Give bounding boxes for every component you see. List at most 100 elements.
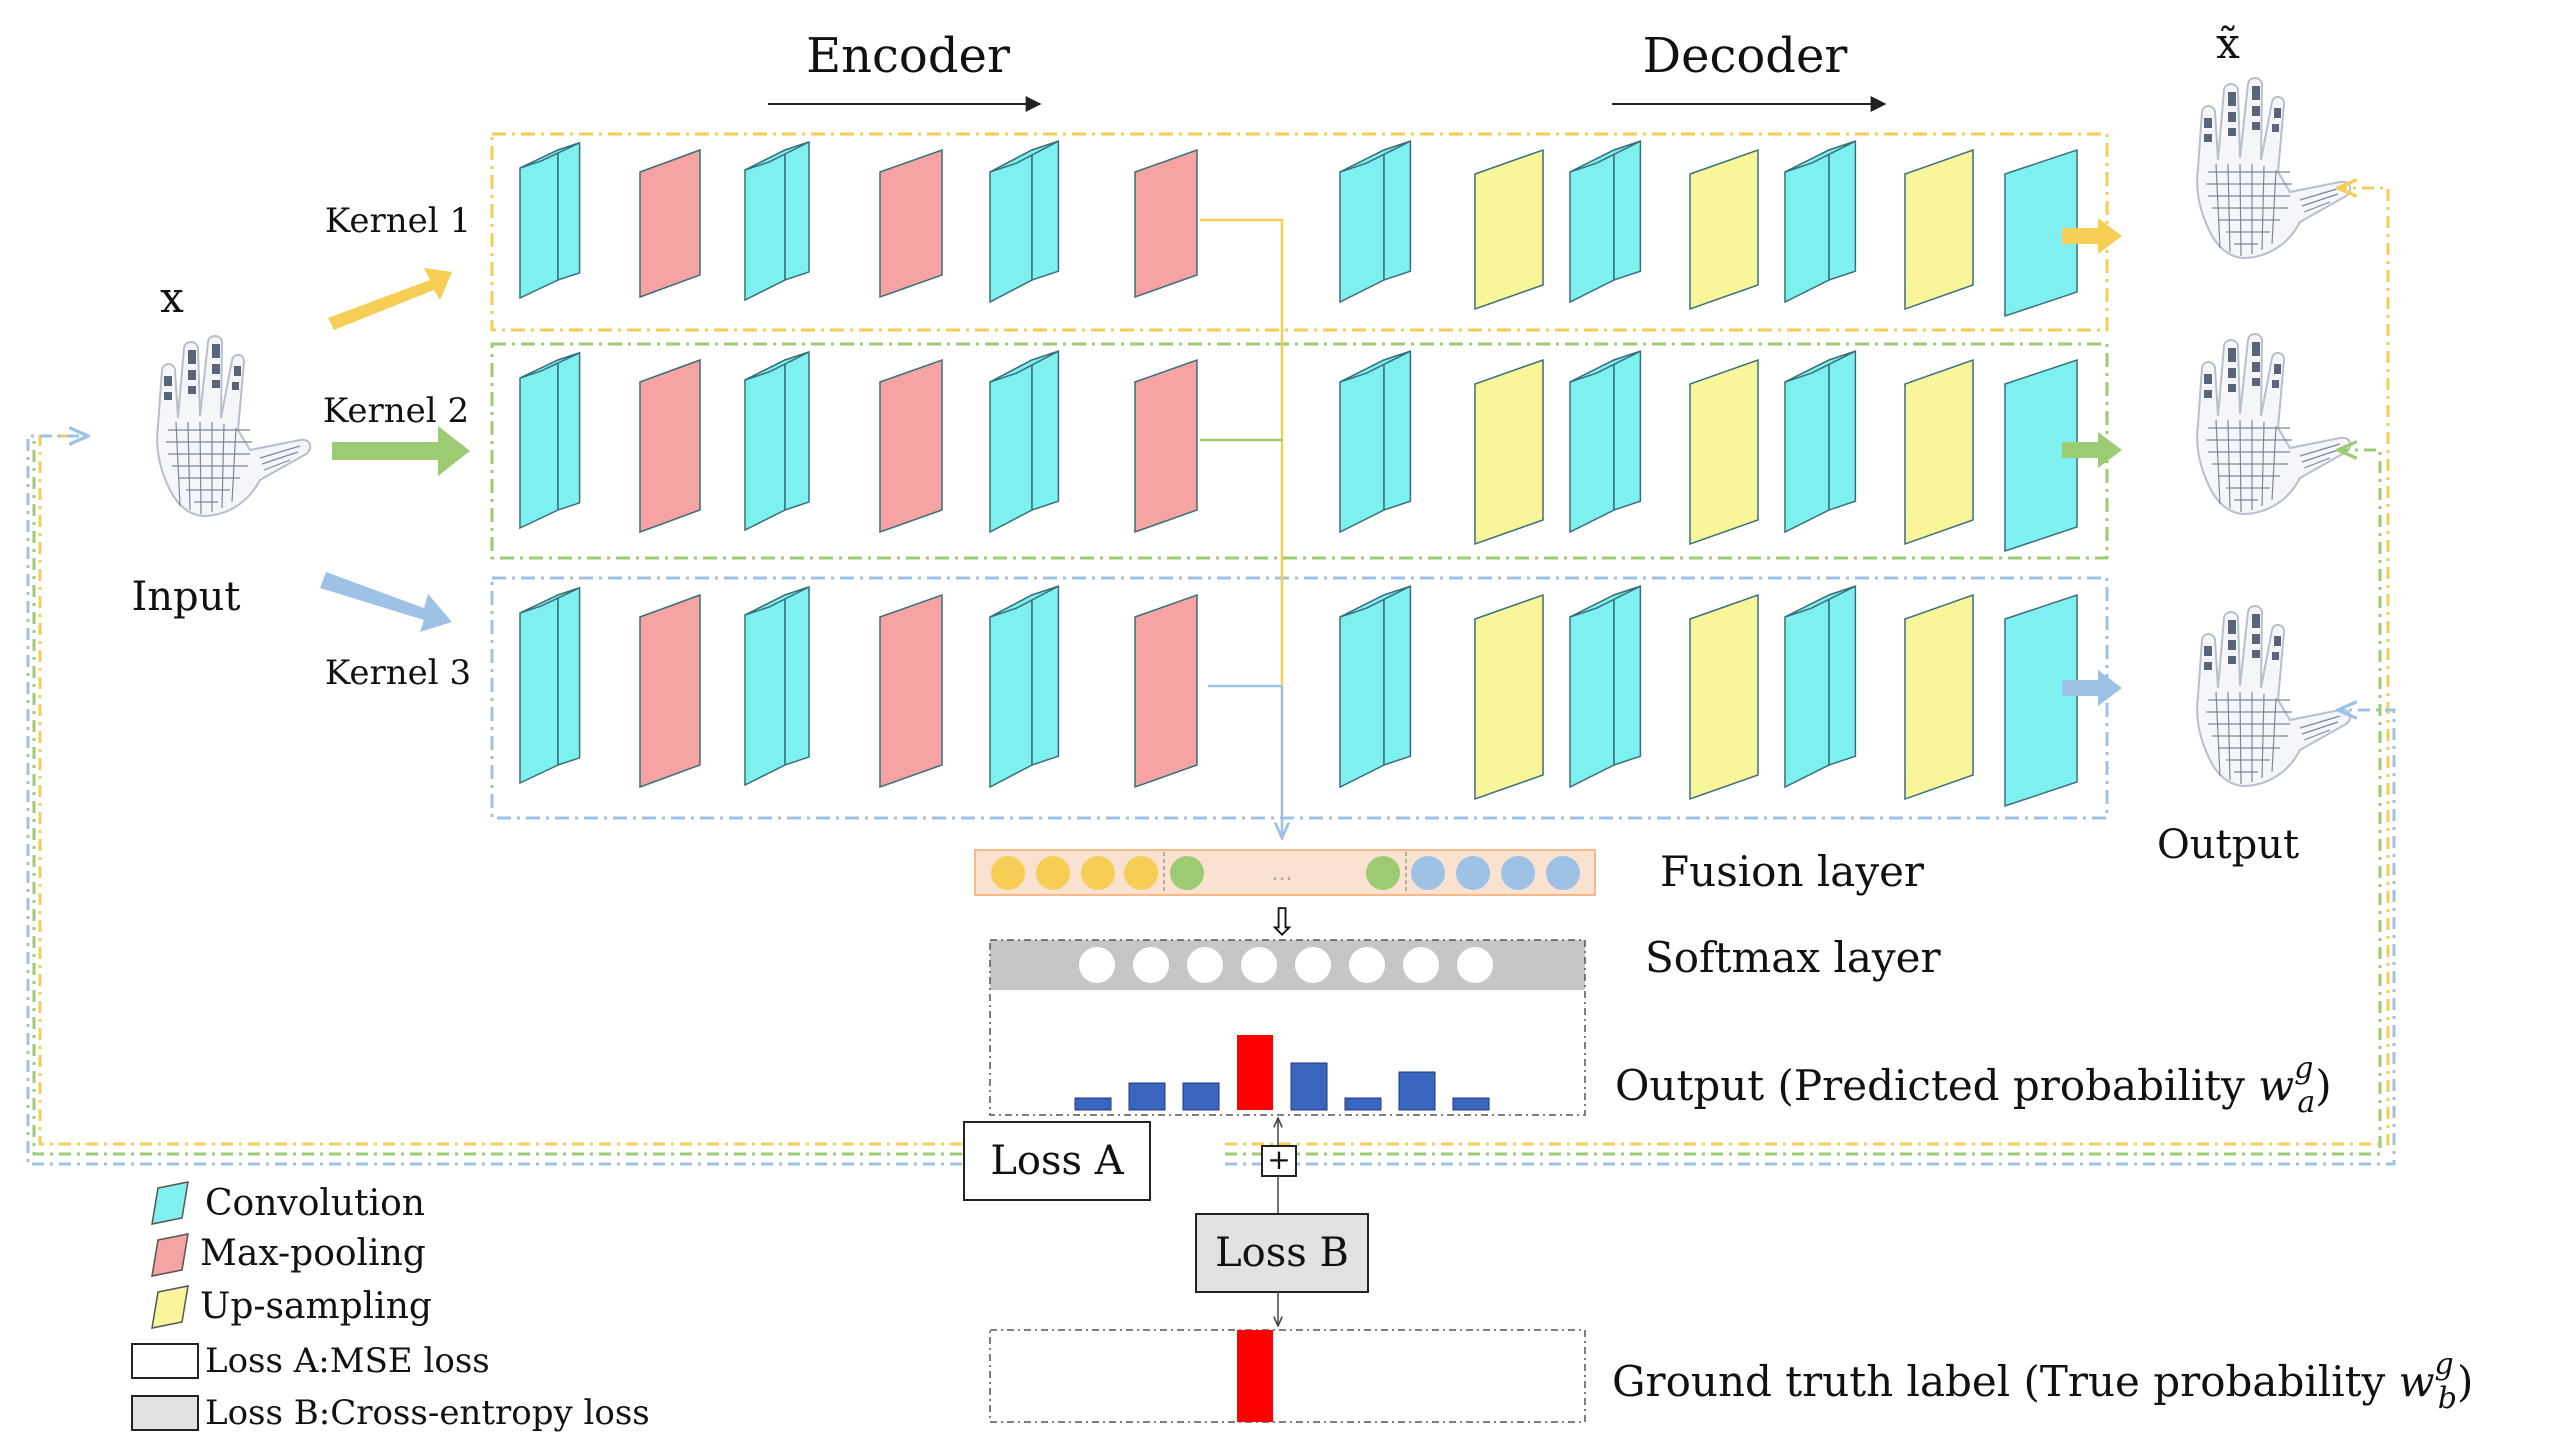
kernel3-enc-conv-2-side <box>784 585 810 767</box>
kernel3-label: Kernel 3 <box>325 653 471 693</box>
legend-up-sampling-label: Up-sampling <box>200 1286 432 1327</box>
kernel2-dec-up-1 <box>1474 358 1544 546</box>
softmax-output-box <box>989 939 1586 1116</box>
kernel1-dec-conv-1-side <box>1383 140 1412 282</box>
kernel3-enc-conv-1-top <box>519 587 580 614</box>
kernel1-dec-conv-2 <box>1569 148 1615 304</box>
kernel3-dec-conv-2 <box>1569 593 1615 789</box>
kernel2-enc-conv-3-top <box>989 350 1059 383</box>
fusion-nodes <box>991 852 1580 894</box>
kernel1-enc-conv-2 <box>744 148 786 302</box>
kernel3-dec-up-3 <box>1904 593 1974 801</box>
predicted-bar-7 <box>1398 1071 1436 1111</box>
kernel3-dec-conv-2-top <box>1569 585 1641 618</box>
kernel3-enc-conv-3-side <box>1031 585 1060 767</box>
fusion-layer-bar <box>974 849 1596 896</box>
predicted-probability-bars <box>1074 1035 1490 1111</box>
legend-loss-a-label: Loss A:MSE loss <box>205 1341 490 1381</box>
kernel2-enc-pool-3 <box>1134 358 1198 534</box>
decoder-title: Decoder <box>1643 28 1848 84</box>
kernel1-enc-pool-3 <box>1134 148 1198 299</box>
kernel3-enc-conv-1 <box>519 593 559 785</box>
predicted-bar-2 <box>1128 1082 1166 1111</box>
kernel2-enc-pool-1 <box>639 358 701 534</box>
kernel2-dec-conv-3-side <box>1828 350 1857 512</box>
feedback-loops <box>26 188 2396 1166</box>
predicted-bar-3 <box>1182 1082 1220 1111</box>
kernel1-enc-pool-2 <box>879 148 943 299</box>
predicted-bar-4 <box>1237 1035 1273 1110</box>
kernel2-enc-conv-2-top <box>744 351 810 381</box>
legend-loss-a-swatch <box>131 1343 199 1379</box>
legend-loss-b-label: Loss B:Cross-entropy loss <box>205 1393 650 1433</box>
output-hand-2 <box>2196 333 2352 515</box>
kernel3-enc-pool-2 <box>879 593 943 789</box>
kernel2-dec-conv-1-top <box>1339 350 1411 383</box>
kernel2-dec-conv-2-top <box>1569 350 1641 383</box>
kernel3-dec-conv-1 <box>1339 593 1385 789</box>
loss-b-label: Loss B <box>1215 1230 1349 1276</box>
kernel2-dec-conv-2 <box>1569 358 1615 534</box>
ground-truth-bars <box>1237 1330 1273 1422</box>
softmax-nodes <box>1079 947 1493 983</box>
kernel1-enc-pool-1 <box>639 148 701 299</box>
kernel1-output-arrow <box>2062 218 2122 254</box>
kernel2-dec-conv-3 <box>1784 358 1830 534</box>
input-symbol: x <box>160 273 184 322</box>
kernel1-dec-up-3 <box>1904 148 1974 311</box>
kernel2-enc-conv-1 <box>519 358 559 530</box>
kernel3-enc-conv-1-side <box>557 586 581 767</box>
predicted-bar-1 <box>1074 1097 1112 1111</box>
kernel1-enc-conv-2-side <box>784 140 810 282</box>
kernel2-dec-conv-1 <box>1339 358 1385 534</box>
kernel1-dec-conv-1 <box>1339 148 1385 304</box>
kernel1-dec-conv-2-top <box>1569 140 1641 173</box>
kernel3-dec-conv-1-side <box>1383 585 1412 767</box>
ground-truth-box <box>989 1329 1586 1423</box>
kernel3-output-arrow <box>2062 670 2122 706</box>
kernel1-dec-up-1 <box>1474 148 1544 311</box>
kernel3-dec-conv-1-top <box>1339 585 1411 618</box>
kernel1-dec-up-2 <box>1689 148 1759 311</box>
kernel1-enc-conv-1 <box>519 148 559 300</box>
encoder-title: Encoder <box>806 28 1010 84</box>
kernel2-enc-conv-2-side <box>784 350 810 512</box>
kernel2-dec-conv-3-top <box>1784 350 1856 383</box>
kernel3-dec-up-2 <box>1689 593 1759 801</box>
legend-convolution-label: Convolution <box>205 1183 425 1224</box>
kernel3-enc-pool-1 <box>639 593 701 789</box>
output-hand-3 <box>2196 605 2352 787</box>
kernel2-enc-pool-2 <box>879 358 943 534</box>
kernel2-dec-conv-2-side <box>1613 350 1642 512</box>
kernel3-enc-pool-3 <box>1134 593 1198 789</box>
kernel2-enc-conv-3 <box>989 358 1033 534</box>
kernel3-dec-conv-2-side <box>1613 585 1642 767</box>
fusion-ellipsis: ... <box>1272 861 1293 886</box>
kernel2-enc-conv-3-side <box>1031 350 1060 512</box>
kernel3-branch-box <box>490 576 2109 820</box>
loss-b-box <box>1195 1213 1369 1293</box>
kernel2-dec-conv-1-side <box>1383 350 1412 512</box>
output-hand-1 <box>2196 77 2352 259</box>
kernel3-dec-conv-3 <box>1784 593 1830 789</box>
predicted-bar-6 <box>1344 1097 1382 1111</box>
legend: Convolution Max-pooling Up-sampling Loss… <box>131 1181 650 1433</box>
fusion-to-softmax-arrow: ⇩ <box>1266 900 1298 944</box>
softmax-layer-label: Softmax layer <box>1645 933 1941 982</box>
loss-sum-plus: + <box>1267 1143 1290 1176</box>
kernel2-enc-conv-2 <box>744 358 786 532</box>
kernel3-dec-conv-3-side <box>1828 585 1857 767</box>
kernel1-enc-conv-1-side <box>557 141 581 282</box>
kernel3-enc-conv-2-top <box>744 586 810 616</box>
input-label: Input <box>131 574 240 620</box>
loss-a-label: Loss A <box>990 1138 1124 1184</box>
kernel2-branch-box <box>490 342 2109 560</box>
kernel1-to-fusion-line <box>1200 218 1284 828</box>
kernel1-enc-conv-3-side <box>1031 140 1060 282</box>
kernel1-enc-conv-2-top <box>744 141 810 171</box>
predicted-bar-5 <box>1290 1062 1328 1111</box>
kernel3-dec-conv-3-top <box>1784 585 1856 618</box>
